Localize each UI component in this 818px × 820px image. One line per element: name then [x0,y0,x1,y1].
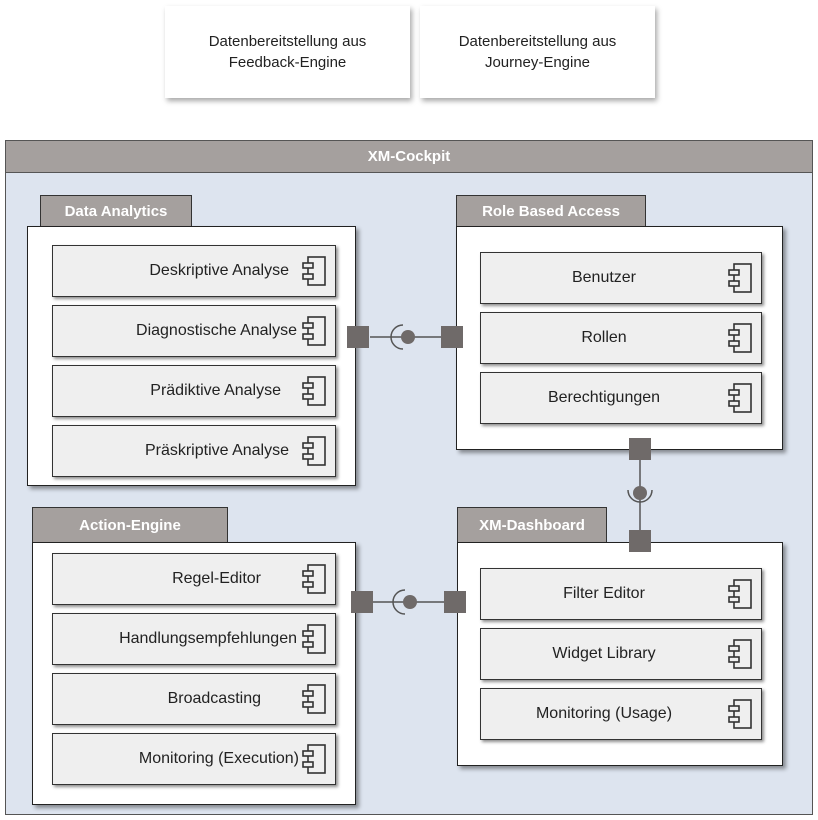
port [444,591,466,613]
component-regel-editor: Regel-Editor [52,553,336,605]
role-based-access-tab: Role Based Access [456,195,646,227]
ball [403,595,417,609]
component-label: Deskriptive Analyse [149,262,289,279]
uml-component-icon [302,316,326,346]
component-label: Monitoring (Usage) [535,705,673,722]
component-handlungsempfehlungen: Handlungsempfehlungen [52,613,336,665]
component-label: Rollen [581,329,627,346]
connector-action-dashboard [351,589,466,615]
component-label: Berechtigungen [547,389,661,406]
uml-component-icon [728,639,752,669]
port [629,438,651,460]
data-analytics-title: Data Analytics [64,203,168,220]
component-broadcasting: Broadcasting [52,673,336,725]
component-label: Regel-Editor [172,570,261,587]
connector-rbac-dashboard [627,438,653,552]
port [347,326,369,348]
uml-component-icon [728,699,752,729]
component-monitoring-execution: Monitoring (Execution) [52,733,336,785]
component-label: Widget Library [552,645,656,662]
component-widget-library: Widget Library [480,628,762,680]
component-praediktive-analyse: Prädiktive Analyse [52,365,336,417]
uml-component-icon [728,383,752,413]
component-praeskriptive-analyse: Präskriptive Analyse [52,425,336,477]
xm-dashboard-tab: XM-Dashboard [457,507,607,543]
component-label: Diagnostische Analyse [136,322,297,339]
feedback-engine-label: Datenbereitstellung aus Feedback-Engine [208,33,367,71]
ball [401,330,415,344]
socket [390,324,404,350]
uml-component-icon [302,744,326,774]
component-label: Broadcasting [167,690,261,707]
socket [627,489,653,503]
xm-cockpit-titlebar: XM-Cockpit [6,141,812,173]
uml-component-icon [728,323,752,353]
uml-component-icon [302,436,326,466]
uml-component-icon [302,256,326,286]
uml-component-icon [728,263,752,293]
journey-engine-data-box: Datenbereitstellung aus Journey-Engine [420,6,655,98]
component-benutzer: Benutzer [480,252,762,304]
uml-component-icon [728,579,752,609]
component-label: Monitoring (Execution) [138,750,299,767]
xm-cockpit-title: XM-Cockpit [367,148,451,165]
uml-component-icon [302,376,326,406]
component-berechtigungen: Berechtigungen [480,372,762,424]
xm-dashboard-title: XM-Dashboard [479,517,585,534]
component-deskriptive-analyse: Deskriptive Analyse [52,245,336,297]
component-filter-editor: Filter Editor [480,568,762,620]
component-diagnostische-analyse: Diagnostische Analyse [52,305,336,357]
component-label: Handlungsempfehlungen [119,630,297,647]
action-engine-tab: Action-Engine [32,507,228,543]
socket [392,589,406,615]
journey-engine-label: Datenbereitstellung aus Journey-Engine [458,33,617,71]
action-engine-title: Action-Engine [79,517,181,534]
feedback-engine-data-box: Datenbereitstellung aus Feedback-Engine [165,6,410,98]
component-monitoring-usage: Monitoring (Usage) [480,688,762,740]
port [351,591,373,613]
component-rollen: Rollen [480,312,762,364]
connector-analytics-rbac [347,324,463,350]
port [629,530,651,552]
role-based-access-title: Role Based Access [482,203,620,220]
component-label: Präskriptive Analyse [144,442,289,459]
component-label: Prädiktive Analyse [150,382,281,399]
ball [633,486,647,500]
port [441,326,463,348]
uml-component-icon [302,624,326,654]
component-label: Filter Editor [563,585,645,602]
uml-component-icon [302,684,326,714]
component-label: Benutzer [571,269,637,286]
uml-component-icon [302,564,326,594]
data-analytics-tab: Data Analytics [40,195,192,227]
